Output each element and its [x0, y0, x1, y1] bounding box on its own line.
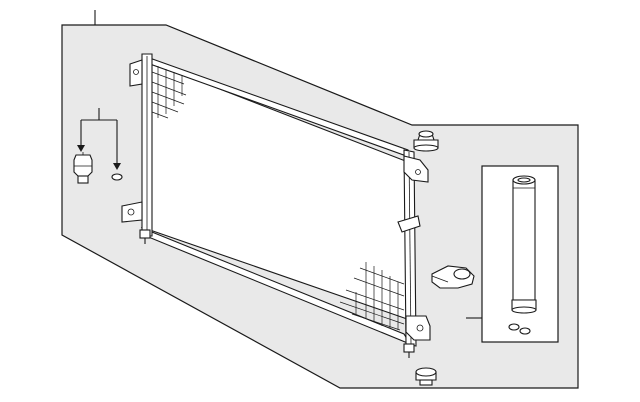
receiver-drier — [511, 175, 537, 314]
mount-bracket-right-lower — [405, 315, 431, 341]
pipe-clamp — [431, 265, 475, 289]
mount-bracket-left — [121, 201, 143, 223]
bottom-insulator-cap — [415, 367, 437, 386]
top-insulator-cap — [413, 130, 439, 152]
bottom-pin-right — [403, 343, 415, 358]
fin-hatch-top-left — [151, 66, 187, 119]
bracket-right-upper — [403, 155, 429, 183]
bracket-right-middle — [397, 215, 421, 233]
fin-hatch-bottom-right — [339, 262, 405, 331]
pressure-switch — [73, 152, 93, 184]
condenser-assembly — [121, 53, 431, 358]
o-ring — [111, 173, 123, 181]
bracket-top-left — [129, 59, 143, 87]
pressure-switch-leader — [77, 108, 121, 170]
bottom-pin-left — [139, 229, 151, 244]
drier-o-rings — [508, 323, 531, 335]
